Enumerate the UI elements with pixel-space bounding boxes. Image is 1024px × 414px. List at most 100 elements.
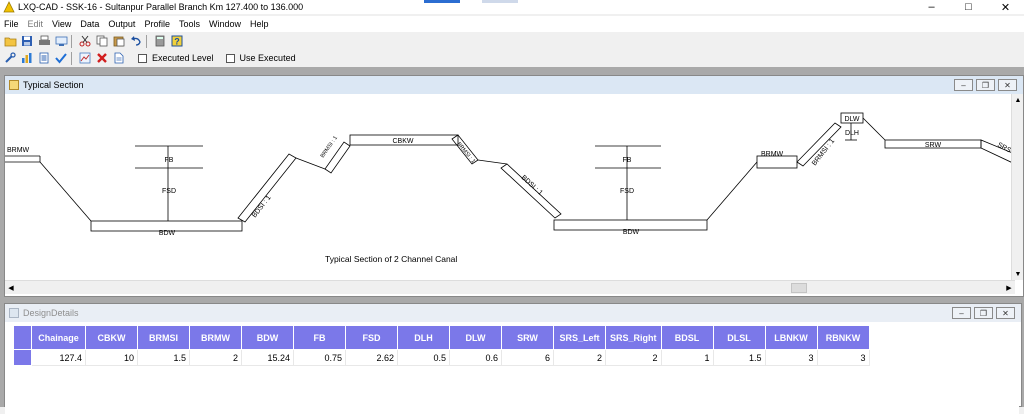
checkmark-icon[interactable] [54,51,68,65]
minimize-button[interactable]: – [954,79,973,91]
column-header[interactable]: DLH [397,325,450,350]
restore-button[interactable]: ❐ [976,79,995,91]
checkbox-box[interactable] [225,53,235,63]
list-icon[interactable] [37,51,51,65]
table-cell[interactable]: 127.4 [31,349,86,366]
calculator-icon[interactable] [153,34,167,48]
table-cell[interactable]: 10 [85,349,138,366]
design-details-caption[interactable]: DesignDetails – ❐ ✕ [5,304,1021,322]
cut-icon[interactable] [78,34,92,48]
column-header[interactable]: Chainage [31,325,86,350]
table-cell[interactable]: 2.62 [345,349,398,366]
row-header[interactable] [13,349,32,366]
document-icon[interactable] [112,51,126,65]
column-header[interactable]: BDSL [660,325,714,350]
column-header[interactable]: SRS_Right [605,325,662,350]
menu-tools[interactable]: Tools [178,19,200,29]
column-header[interactable]: BDW [241,325,294,350]
column-header[interactable]: BRMW [189,325,242,350]
table-cell[interactable]: 0.5 [397,349,450,366]
scroll-left-icon[interactable]: ◀ [8,284,14,292]
column-header[interactable]: SRS_Left [553,325,606,350]
copy-icon[interactable] [95,34,109,48]
section-caption-text: Typical Section of 2 Channel Canal [325,254,457,264]
print-preview-icon[interactable] [54,34,68,48]
secondary-toolbar: Executed Level Use Executed [0,50,1024,66]
menu-edit[interactable]: Edit [27,19,44,29]
column-header[interactable]: FSD [345,325,398,350]
menu-window[interactable]: Window [208,19,241,29]
menu-help[interactable]: Help [249,19,269,29]
minimize-button[interactable]: – [928,1,935,13]
menu-output[interactable]: Output [108,19,136,29]
wrench-icon[interactable] [3,51,17,65]
srs-label: SRS [996,142,1012,155]
scroll-thumb[interactable] [791,283,807,293]
brmw-right-label: BRMW [761,151,784,158]
column-header[interactable]: SRW [501,325,554,350]
column-header[interactable]: RBNKW [816,325,870,350]
main-toolbar: ? [0,33,1024,49]
row-header-corner[interactable] [13,325,32,350]
close-button[interactable]: ✕ [998,79,1017,91]
checkbox-box[interactable] [138,53,147,63]
table-cell[interactable]: 1.5 [137,349,190,366]
bar-chart-icon[interactable] [20,51,34,65]
table-cell[interactable]: 0.75 [293,349,346,366]
minimize-button[interactable]: – [952,307,971,319]
table-cell[interactable]: 3 [764,349,818,366]
menu-profile[interactable]: Profile [144,19,170,29]
table-cell[interactable]: 2 [189,349,242,366]
dlw-label: DLW [844,116,859,123]
fsd-right-label: FSD [620,188,634,195]
use-executed-checkbox[interactable]: Use Executed [225,53,296,63]
open-folder-icon[interactable] [3,34,17,48]
maximize-button[interactable]: □ [965,1,972,13]
window-icon [9,80,19,90]
table-cell[interactable]: 15.24 [241,349,294,366]
table-cell[interactable]: 2 [553,349,606,366]
print-icon[interactable] [37,34,51,48]
delete-icon[interactable] [95,51,109,65]
menu-view[interactable]: View [52,19,72,29]
typical-section-title: Typical Section [23,80,84,90]
save-icon[interactable] [20,34,34,48]
close-button[interactable]: ✕ [1000,1,1011,14]
help-icon[interactable]: ? [170,34,184,48]
table-cell[interactable]: 6 [501,349,554,366]
table-cell[interactable]: 0.6 [449,349,502,366]
menu-file[interactable]: File [4,19,19,29]
scroll-right-icon[interactable]: ▶ [1006,284,1012,292]
paste-icon[interactable] [112,34,126,48]
use-executed-label: Use Executed [239,53,296,63]
table-cell[interactable]: 1 [660,349,714,366]
column-header[interactable]: LBNKW [764,325,818,350]
restore-button[interactable]: ❐ [974,307,993,319]
graph-icon[interactable] [78,51,92,65]
executed-level-checkbox[interactable]: Executed Level [138,53,214,63]
column-header[interactable]: CBKW [85,325,138,350]
srw-label: SRW [925,142,942,149]
column-header[interactable]: DLSL [712,325,766,350]
menu-data[interactable]: Data [80,19,100,29]
table-cell[interactable]: 1.5 [712,349,766,366]
table-row[interactable]: 127.4 10 1.5 2 15.24 0.75 2.62 0.5 0.6 6… [13,349,870,366]
scroll-down-icon[interactable]: ▼ [1014,270,1022,278]
section-horizontal-scrollbar[interactable]: ◀ ▶ [5,280,1015,294]
scroll-up-icon[interactable]: ▲ [1014,96,1022,104]
typical-section-caption[interactable]: Typical Section – ❐ ✕ [5,76,1023,94]
column-header[interactable]: BRMSI [137,325,190,350]
table-header-row: Chainage CBKW BRMSI BRMW BDW FB FSD DLH … [13,325,870,350]
bdw-right-label: BDW [623,229,640,236]
table-cell[interactable]: 2 [605,349,662,366]
dlh-label: DLH [845,130,859,137]
fsd-left-label: FSD [162,188,176,195]
table-cell[interactable]: 3 [816,349,870,366]
section-drawing[interactable]: BRMW FB FSD BDW BDSI : 1 BRMSI : 1 CBKW … [5,94,1016,280]
section-vertical-scrollbar[interactable]: ▲ ▼ [1011,94,1023,280]
column-header[interactable]: DLW [449,325,502,350]
close-button[interactable]: ✕ [996,307,1015,319]
column-header[interactable]: FB [293,325,346,350]
fb-left-label: FB [165,157,174,164]
undo-icon[interactable] [129,34,143,48]
